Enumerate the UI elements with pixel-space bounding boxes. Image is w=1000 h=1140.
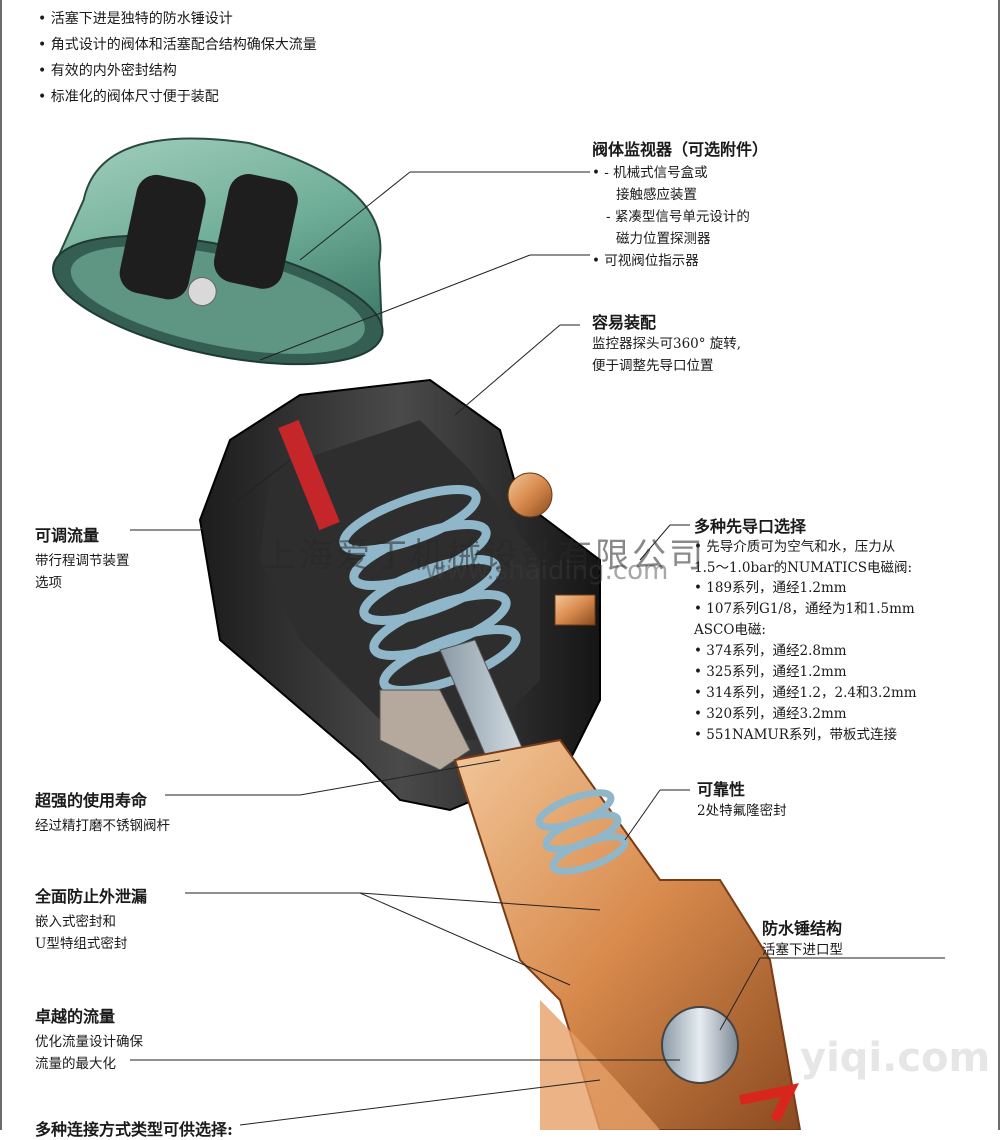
feature-item: 角式设计的阀体和活塞配合结构确保大流量 xyxy=(38,32,317,58)
pilot-item: 325系列，通经1.2mm xyxy=(694,662,994,683)
leader-lines xyxy=(130,171,945,1126)
easy-line: 便于调整先导口位置 xyxy=(592,358,714,374)
monitor-line: 接触感应装置 xyxy=(616,187,697,203)
leak-line: U型特组式密封 xyxy=(35,936,128,952)
feature-list: 活塞下进是独特的防水锤设计 角式设计的阀体和活塞配合结构确保大流量 有效的内外密… xyxy=(38,6,317,110)
adjust-callout: 可调流量 带行程调节装置 选项 xyxy=(35,522,130,594)
pilot-title: 多种先导口选择 xyxy=(694,517,807,536)
flow-line: 流量的最大化 xyxy=(35,1056,116,1072)
monitor-title: 阀体监视器（可选附件） xyxy=(592,140,769,159)
monitor-cap xyxy=(52,137,384,366)
feature-item: 有效的内外密封结构 xyxy=(38,58,317,84)
life-title: 超强的使用寿命 xyxy=(35,791,148,810)
flow-title: 卓越的流量 xyxy=(35,1007,116,1026)
feature-item: 标准化的阀体尺寸便于装配 xyxy=(38,84,317,110)
leak-title: 全面防止外泄漏 xyxy=(35,887,148,906)
valve-stem-and-body xyxy=(439,639,802,1130)
pilot-line: 1.5～1.0bar的NUMATICS电磁阀: xyxy=(694,560,913,576)
pilot-item: 107系列G1/8，通经为1和1.5mm xyxy=(694,599,994,620)
leak-line: 嵌入式密封和 xyxy=(35,914,116,930)
pilot-item: 189系列，通经1.2mm xyxy=(694,578,994,599)
hammer-title: 防水锤结构 xyxy=(762,919,843,938)
monitor-line: • 可视阀位指示器 xyxy=(592,253,699,269)
monitor-line: 磁力位置探测器 xyxy=(616,231,711,247)
pilot-item: 314系列，通经1.2，2.4和3.2mm xyxy=(694,683,994,704)
left-border xyxy=(0,0,2,1130)
pilot-asco: ASCO电磁: xyxy=(694,622,766,638)
adjust-line: 选项 xyxy=(35,575,62,591)
adjust-title: 可调流量 xyxy=(35,526,100,545)
pilot-callout: 多种先导口选择 先导介质可为空气和水，压力从 1.5～1.0bar的NUMATI… xyxy=(694,513,994,746)
feature-item: 活塞下进是独特的防水锤设计 xyxy=(38,6,317,32)
pilot-item: 551NAMUR系列，带板式连接 xyxy=(694,725,994,746)
monitor-line: • - 机械式信号盒或 xyxy=(592,165,708,181)
site-logo-watermark: yiqi.com xyxy=(800,1035,991,1081)
flow-callout: 卓越的流量 优化流量设计确保 流量的最大化 xyxy=(35,1003,143,1075)
connect-callout: 多种连接方式类型可供选择: xyxy=(35,1116,233,1140)
monitor-line: - 紧凑型信号单元设计的 xyxy=(606,209,750,225)
easy-line: 监控器探头可360° 旋转, xyxy=(592,336,742,352)
pilot-item: 374系列，通经2.8mm xyxy=(694,641,994,662)
life-callout: 超强的使用寿命 经过精打磨不锈钢阀杆 xyxy=(35,787,170,837)
life-line: 经过精打磨不锈钢阀杆 xyxy=(35,818,170,834)
pilot-item: 320系列，通经3.2mm xyxy=(694,704,994,725)
reliable-callout: 可靠性 2处特氟隆密封 xyxy=(697,776,787,822)
pilot-line: 先导介质可为空气和水，压力从 xyxy=(694,537,994,558)
adjust-line: 带行程调节装置 xyxy=(35,553,130,569)
flow-line: 优化流量设计确保 xyxy=(35,1034,143,1050)
monitor-callout: 阀体监视器（可选附件） • - 机械式信号盒或 接触感应装置 - 紧凑型信号单元… xyxy=(592,136,768,272)
hammer-line: 活塞下进口型 xyxy=(762,942,843,958)
connect-title: 多种连接方式类型可供选择: xyxy=(35,1120,233,1139)
easy-title: 容易装配 xyxy=(592,313,657,332)
url-watermark: www.shaiding.com xyxy=(425,556,669,586)
reliable-title: 可靠性 xyxy=(697,780,746,799)
hammer-callout: 防水锤结构 活塞下进口型 xyxy=(762,915,843,961)
company-watermark: 上海爱丁机械设备有限公司 xyxy=(262,536,706,576)
easy-callout: 容易装配 监控器探头可360° 旋转, 便于调整先导口位置 xyxy=(592,309,741,377)
leak-callout: 全面防止外泄漏 嵌入式密封和 U型特组式密封 xyxy=(35,883,147,955)
reliable-line: 2处特氟隆密封 xyxy=(697,803,787,819)
right-border xyxy=(998,0,1000,1130)
